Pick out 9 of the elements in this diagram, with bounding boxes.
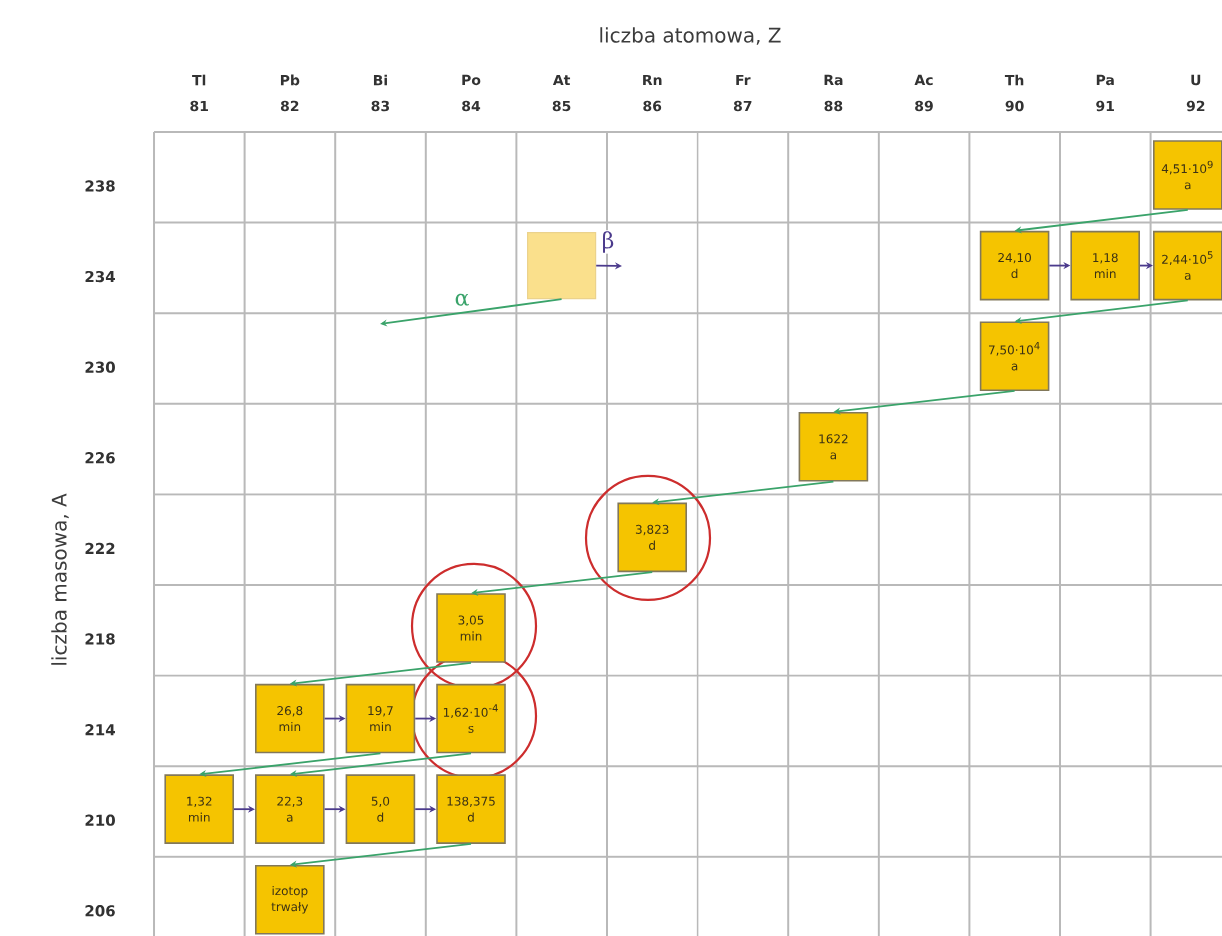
- edge-label: β: [600, 230, 616, 254]
- axis-title: liczba atomowa, Z: [600, 27, 781, 45]
- decay-arrow: [199, 752, 382, 778]
- axis-title: liczba masowa, A: [51, 493, 69, 665]
- decay-arrow: [380, 298, 563, 327]
- nuclide-box: [527, 232, 597, 300]
- decay-arrow: [652, 480, 835, 506]
- decay-arrow: [471, 571, 654, 596]
- edge-label: α: [453, 292, 471, 308]
